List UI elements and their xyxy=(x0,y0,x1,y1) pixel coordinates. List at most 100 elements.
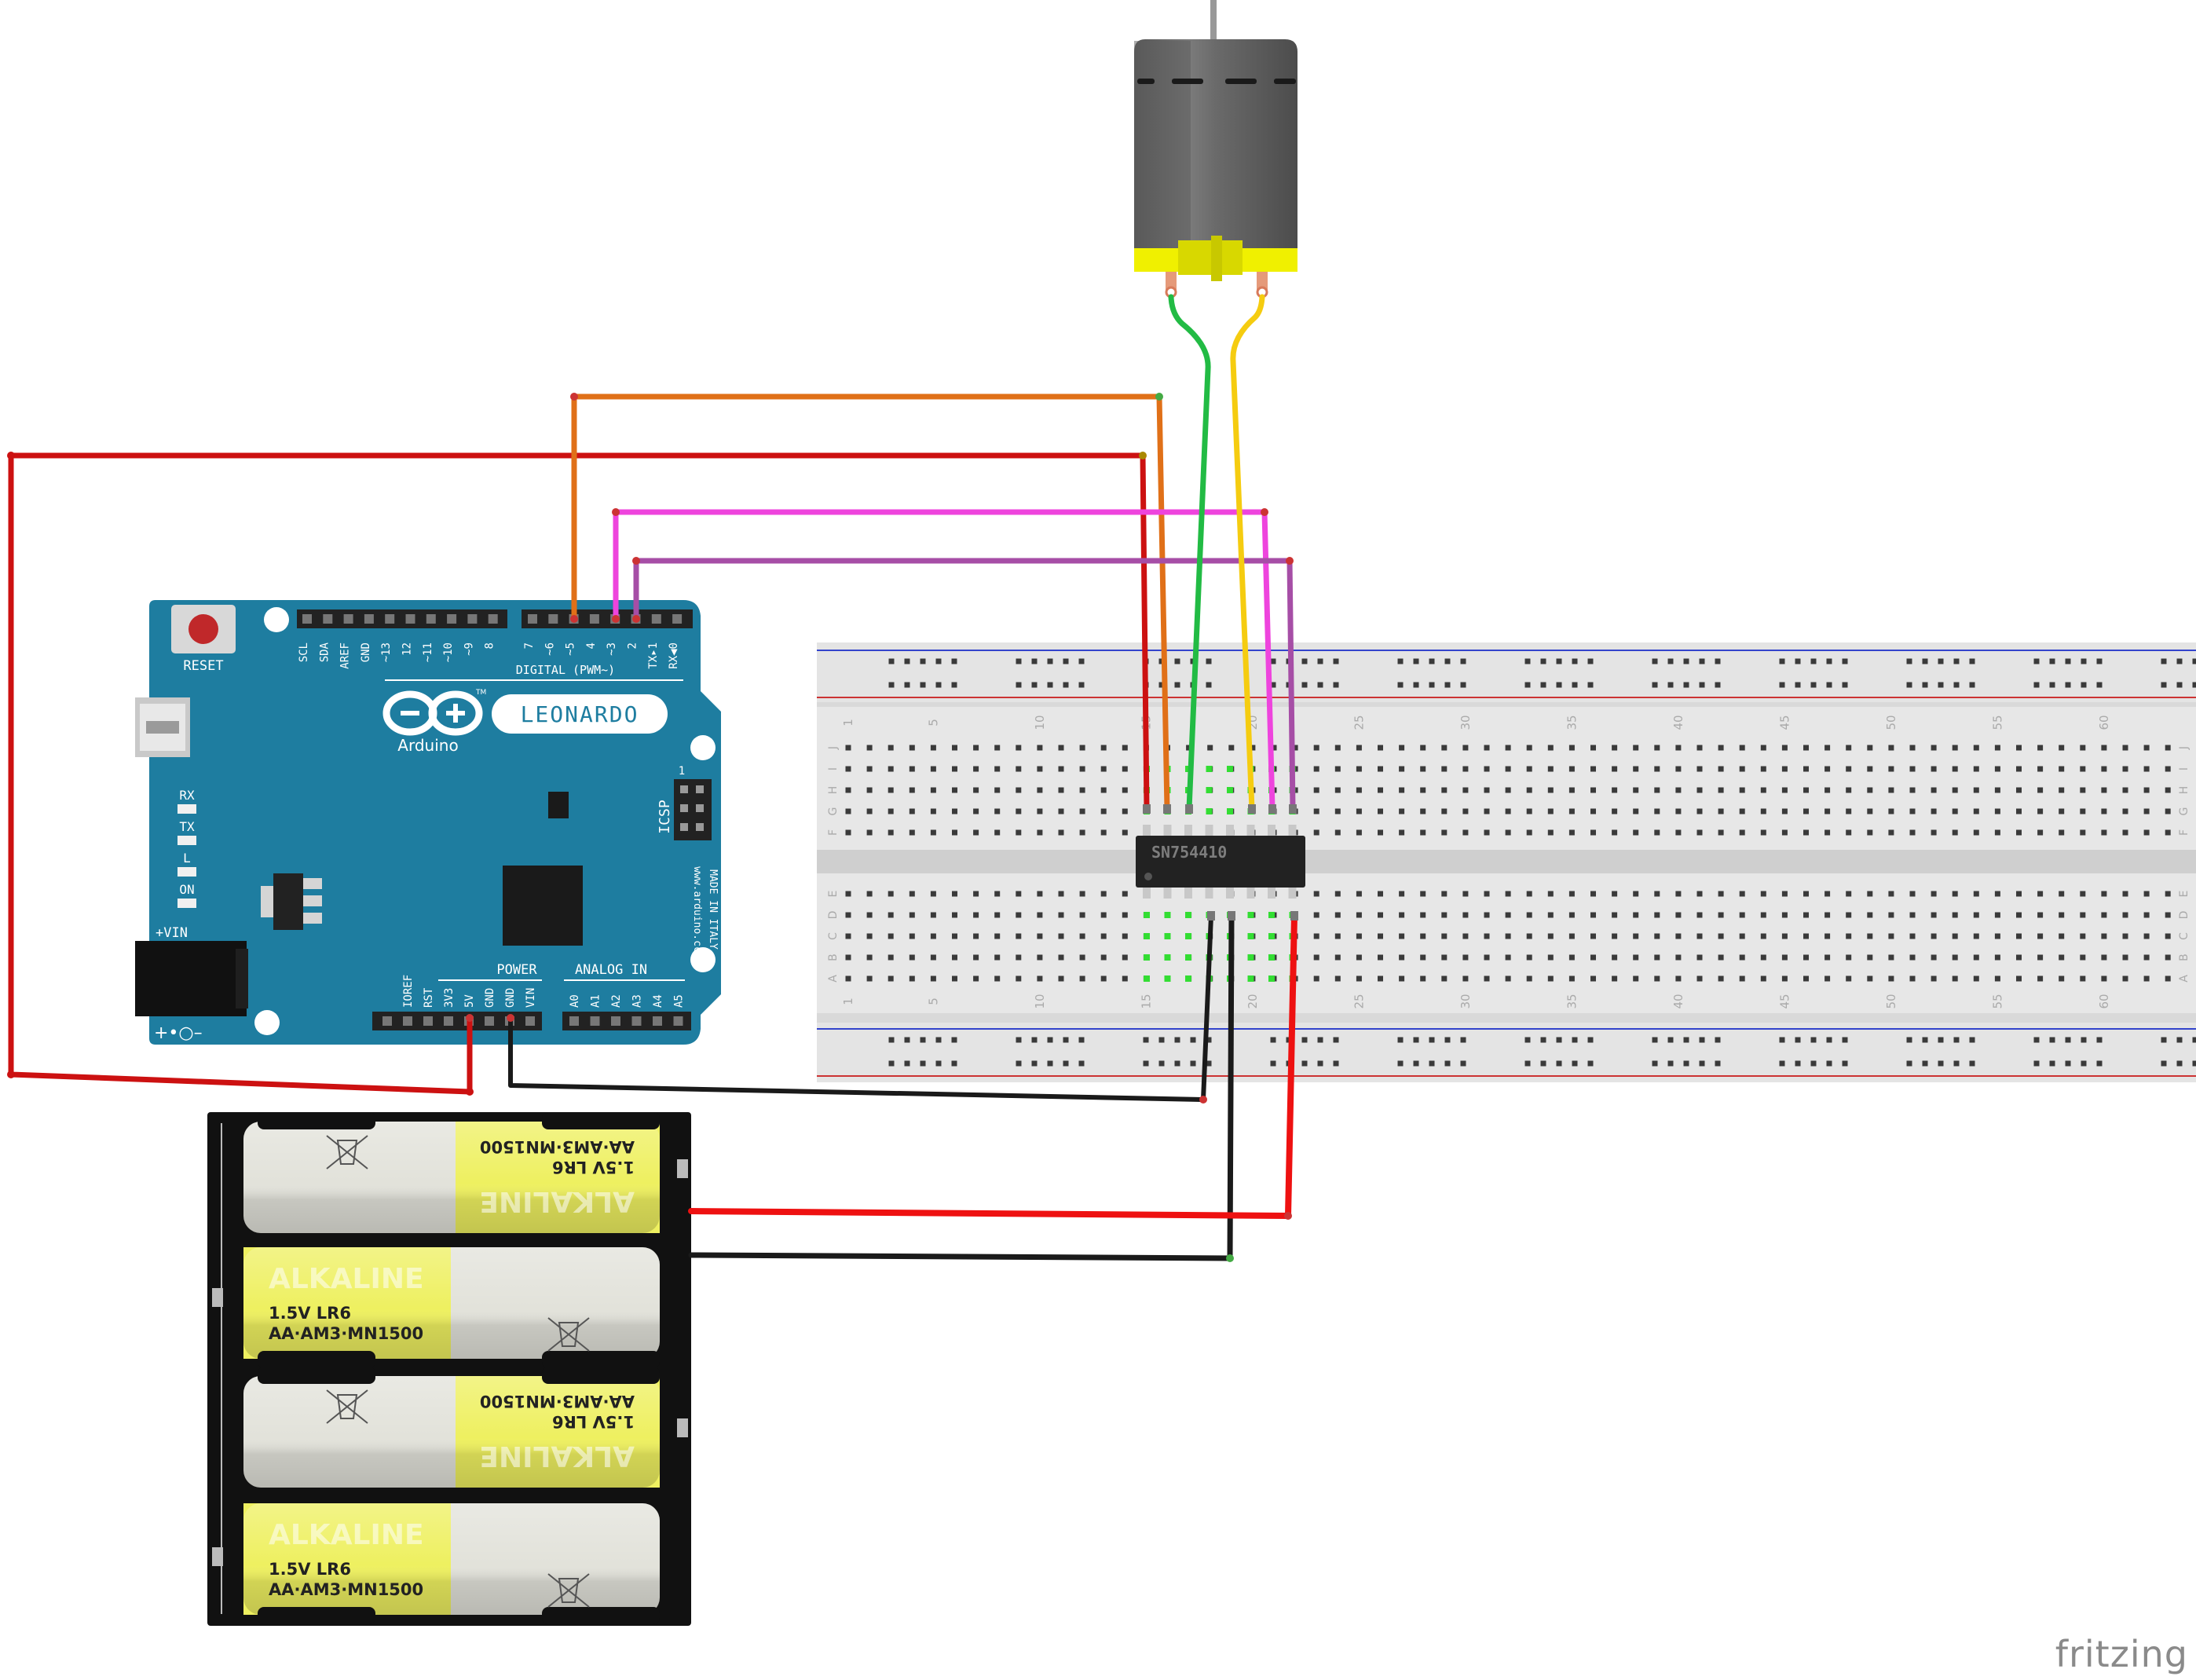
breadboard-hole[interactable] xyxy=(1462,933,1469,939)
breadboard-hole[interactable] xyxy=(1633,933,1639,939)
rail-hole[interactable] xyxy=(1699,1037,1705,1043)
rail-hole[interactable] xyxy=(1556,682,1562,688)
digital-pin-socket[interactable] xyxy=(426,614,436,624)
breadboard-hole[interactable] xyxy=(1420,808,1426,814)
breadboard-hole[interactable] xyxy=(1037,975,1043,982)
breadboard-hole[interactable] xyxy=(1420,745,1426,751)
breadboard-hole[interactable] xyxy=(2016,933,2022,939)
breadboard-hole[interactable] xyxy=(1378,933,1383,939)
breadboard-hole[interactable] xyxy=(1334,891,1341,897)
breadboard-hole[interactable] xyxy=(1867,745,1873,751)
breadboard-hole[interactable] xyxy=(1505,891,1511,897)
breadboard-hole[interactable] xyxy=(1696,808,1703,814)
breadboard-hole[interactable] xyxy=(1803,829,1809,836)
rail-hole[interactable] xyxy=(1922,1060,1928,1067)
breadboard-hole[interactable] xyxy=(1079,787,1085,793)
rail-hole[interactable] xyxy=(2176,1060,2183,1067)
breadboard-hole[interactable] xyxy=(1760,933,1766,939)
rail-hole[interactable] xyxy=(1826,1060,1832,1067)
rail-hole[interactable] xyxy=(1953,682,1960,688)
breadboard-hole[interactable] xyxy=(1781,766,1788,772)
breadboard-hole[interactable] xyxy=(1484,891,1490,897)
breadboard-hole[interactable] xyxy=(1590,808,1596,814)
breadboard-hole[interactable] xyxy=(1399,745,1405,751)
breadboard-hole[interactable] xyxy=(2059,808,2065,814)
breadboard-hole[interactable] xyxy=(1505,975,1511,982)
breadboard-hole[interactable] xyxy=(1334,912,1341,918)
rail-hole[interactable] xyxy=(935,682,942,688)
rail-hole[interactable] xyxy=(1301,658,1308,664)
breadboard-hole[interactable] xyxy=(1568,975,1575,982)
breadboard-hole[interactable] xyxy=(1313,933,1319,939)
breadboard-hole[interactable] xyxy=(1058,829,1064,836)
breadboard-hole[interactable] xyxy=(1399,829,1405,836)
breadboard-hole[interactable] xyxy=(909,933,915,939)
breadboard-hole[interactable] xyxy=(2059,975,2065,982)
breadboard-hole[interactable] xyxy=(1612,975,1618,982)
breadboard-hole[interactable] xyxy=(1846,954,1852,961)
breadboard-hole[interactable] xyxy=(1973,891,1979,897)
power-pin-socket[interactable] xyxy=(485,1016,494,1026)
breadboard-hole[interactable] xyxy=(1994,745,2000,751)
breadboard-hole[interactable] xyxy=(1825,787,1831,793)
breadboard-hole[interactable] xyxy=(1739,808,1745,814)
breadboard-hole[interactable] xyxy=(2143,954,2150,961)
rail-hole[interactable] xyxy=(1922,682,1928,688)
breadboard-hole[interactable] xyxy=(2122,745,2128,751)
rail-hole[interactable] xyxy=(1270,1060,1276,1067)
breadboard-hole[interactable] xyxy=(1399,933,1405,939)
rail-hole[interactable] xyxy=(2049,658,2055,664)
breadboard-hole[interactable] xyxy=(888,745,894,751)
breadboard-hole[interactable] xyxy=(1058,933,1064,939)
breadboard-hole[interactable] xyxy=(1909,891,1916,897)
breadboard-hole[interactable] xyxy=(952,766,957,772)
breadboard-hole[interactable] xyxy=(888,808,894,814)
breadboard-hole[interactable] xyxy=(2101,745,2107,751)
breadboard-hole[interactable] xyxy=(1526,912,1532,918)
breadboard-hole[interactable] xyxy=(2101,808,2107,814)
rail-hole[interactable] xyxy=(1826,658,1832,664)
breadboard-hole[interactable] xyxy=(1909,808,1916,814)
breadboard-hole[interactable] xyxy=(2037,829,2044,836)
breadboard-hole[interactable] xyxy=(1016,808,1022,814)
breadboard-hole[interactable] xyxy=(2165,808,2171,814)
rail-hole[interactable] xyxy=(1016,682,1022,688)
breadboard-hole[interactable] xyxy=(1952,787,1958,793)
breadboard-hole[interactable] xyxy=(2016,766,2022,772)
breadboard-hole[interactable] xyxy=(1462,829,1469,836)
rail-hole[interactable] xyxy=(2096,1060,2103,1067)
power-pin-socket[interactable] xyxy=(423,1016,433,1026)
breadboard-hole[interactable] xyxy=(1973,933,1979,939)
breadboard-hole[interactable] xyxy=(1462,745,1469,751)
rail-hole[interactable] xyxy=(1969,1037,1975,1043)
breadboard-hole[interactable] xyxy=(2059,766,2065,772)
breadboard-hole[interactable] xyxy=(1739,745,1745,751)
breadboard-hole[interactable] xyxy=(1590,954,1596,961)
breadboard-hole[interactable] xyxy=(1718,954,1724,961)
rail-hole[interactable] xyxy=(1317,1060,1323,1067)
breadboard-hole[interactable] xyxy=(1888,766,1894,772)
breadboard-hole[interactable] xyxy=(973,975,979,982)
breadboard-hole[interactable] xyxy=(2080,808,2086,814)
breadboard-hole[interactable] xyxy=(1547,975,1554,982)
breadboard-hole[interactable] xyxy=(930,891,936,897)
breadboard-hole[interactable] xyxy=(1846,766,1852,772)
breadboard-hole[interactable] xyxy=(1122,891,1128,897)
breadboard-hole[interactable] xyxy=(866,933,873,939)
breadboard-hole[interactable] xyxy=(1313,912,1319,918)
breadboard-hole[interactable] xyxy=(1931,954,1937,961)
rail-hole[interactable] xyxy=(1016,658,1022,664)
breadboard-hole[interactable] xyxy=(1867,912,1873,918)
breadboard-hole[interactable] xyxy=(2101,933,2107,939)
breadboard-hole[interactable] xyxy=(1633,891,1639,897)
breadboard-hole[interactable] xyxy=(994,829,1001,836)
breadboard-hole[interactable] xyxy=(1931,787,1937,793)
breadboard-hole[interactable] xyxy=(930,787,936,793)
breadboard-hole[interactable] xyxy=(1739,829,1745,836)
breadboard-hole[interactable] xyxy=(930,933,936,939)
rail-hole[interactable] xyxy=(1524,658,1531,664)
rail-hole[interactable] xyxy=(1842,1060,1848,1067)
analog-pin-socket[interactable] xyxy=(673,1016,683,1026)
wire-pink-pin3[interactable] xyxy=(613,509,1276,812)
breadboard-hole[interactable] xyxy=(1462,954,1469,961)
